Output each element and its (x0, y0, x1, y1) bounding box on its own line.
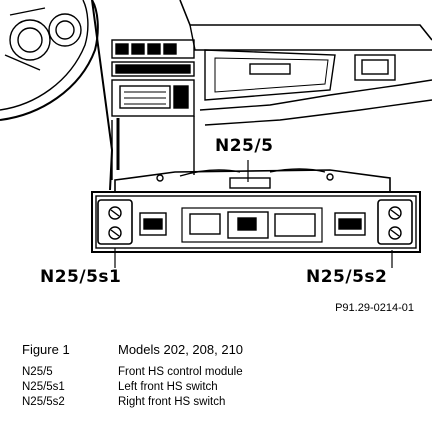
figure-title: Models 202, 208, 210 (118, 342, 244, 357)
steering-wheel-drawing (0, 0, 99, 121)
right-switch-drawing (334, 199, 413, 245)
legend-code: N25/5 (22, 366, 53, 378)
figure-reference-code: P91.29-0214-01 (335, 302, 414, 314)
caption-heading: Figure 1 Models 202, 208, 210 (22, 342, 422, 357)
callout-left-switch: N25/5s1 (38, 267, 124, 287)
legend-description: Right front HS switch (118, 396, 226, 408)
legend-code: N25/5s2 (22, 396, 65, 408)
callout-right-switch: N25/5s2 (304, 267, 390, 287)
dashboard-illustration (0, 0, 432, 268)
legend-row: N25/5s1 Left front HS switch (22, 380, 422, 395)
legend-description: Front HS control module (118, 366, 243, 378)
legend-description: Left front HS switch (118, 381, 218, 393)
glove-box-drawing (204, 49, 396, 101)
left-switch-drawing (97, 199, 167, 245)
dashboard-outline (91, 0, 432, 191)
legend-row: N25/5 Front HS control module (22, 365, 422, 380)
legend-code: N25/5s1 (22, 381, 65, 393)
figure-number: Figure 1 (22, 342, 70, 357)
hs-control-module-drawing (91, 168, 421, 253)
figure-caption: Figure 1 Models 202, 208, 210 N25/5 Fron… (22, 342, 422, 410)
callout-module: N25/5 (213, 136, 276, 156)
center-console-drawing (111, 39, 195, 180)
legend-row: N25/5s2 Right front HS switch (22, 395, 422, 410)
